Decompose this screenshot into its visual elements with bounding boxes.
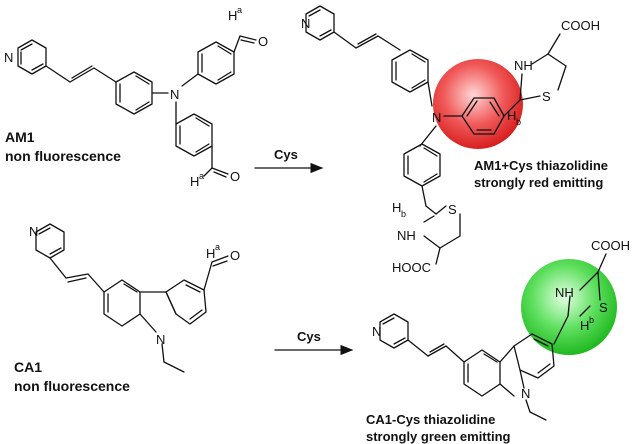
prod1-nh: NH <box>514 58 533 73</box>
am1-ha-lower-sup: a <box>199 171 204 181</box>
am1-pyridine-n: N <box>4 50 13 65</box>
ca1-label: CA1 <box>14 359 42 375</box>
am1-label: AM1 <box>5 129 35 145</box>
prod1-hb-lower: H <box>392 200 401 215</box>
prod1-label-line2: strongly red emitting <box>474 175 603 190</box>
ca1-ha-sup: a <box>215 242 220 252</box>
prod2-s: S <box>599 300 608 315</box>
am1-amine-n: N <box>170 87 179 102</box>
reagent-label-1: Cys <box>274 147 298 162</box>
am1-ha-upper-sup: a <box>237 5 242 15</box>
reagent-label-2: Cys <box>297 329 321 344</box>
prod1-hb: H <box>507 108 516 123</box>
am1-structure <box>17 35 257 178</box>
am1-product-structure <box>305 5 567 265</box>
prod2-nh: NH <box>555 285 574 300</box>
red-highlight-sphere <box>433 59 523 149</box>
prod1-amine-n: N <box>432 110 441 125</box>
am1-o-upper: O <box>258 34 268 49</box>
prod1-s-lower: S <box>448 202 457 217</box>
ca1-structure <box>35 223 229 373</box>
ca1-pyridine-n: N <box>29 224 38 239</box>
prod1-s: S <box>542 89 551 104</box>
am1-o-lower: O <box>230 169 240 184</box>
ca1-product-structure <box>379 253 607 421</box>
prod2-hb-sup: b <box>589 315 594 325</box>
prod2-pyridine-n: N <box>372 324 381 339</box>
prod2-carbazole-n: N <box>521 386 530 401</box>
prod1-hb-sub: b <box>516 117 521 127</box>
am1-description: non fluorescence <box>5 148 121 164</box>
prod1-cooh: COOH <box>561 18 600 33</box>
prod1-hooc: HOOC <box>392 260 431 275</box>
prod1-nh-lower: NH <box>397 228 416 243</box>
ca1-o: O <box>230 248 240 263</box>
prod2-label-line2: strongly green emitting <box>366 429 511 444</box>
prod2-label-line1: CA1-Cys thiazolidine <box>366 412 495 427</box>
prod2-hb: H <box>580 318 589 333</box>
ca1-description: non fluorescence <box>14 378 130 394</box>
prod1-label-line1: AM1+Cys thiazolidine <box>474 158 608 173</box>
prod1-pyridine-n: N <box>301 16 310 31</box>
am1-ha-lower: H <box>190 174 199 189</box>
ca1-ha: H <box>206 246 215 261</box>
am1-ha-upper: H <box>228 8 237 23</box>
prod1-hb-lower-sub: b <box>401 209 406 219</box>
prod2-cooh: COOH <box>591 238 630 253</box>
ca1-carbazole-n: N <box>156 332 165 347</box>
